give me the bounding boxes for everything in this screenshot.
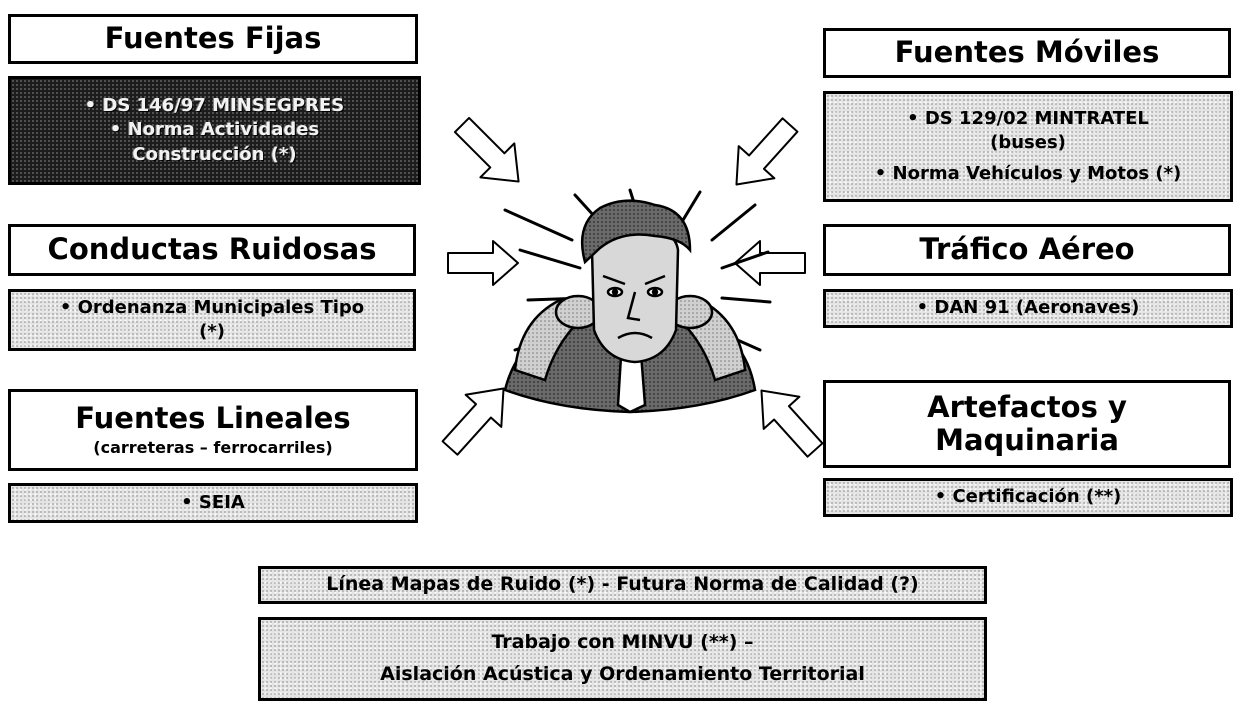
fuentes-lineales-subtitle: (carreteras – ferrocarriles) [93, 438, 333, 458]
arrow-bottom-left-icon [441, 387, 505, 456]
fuentes-moviles-item-2: (buses) [990, 132, 1066, 154]
artefactos-item-1: • Certificación (**) [934, 486, 1122, 508]
trafico-aereo-title-text: Tráfico Aéreo [919, 232, 1135, 267]
trafico-aereo-item-1: • DAN 91 (Aeronaves) [916, 297, 1140, 319]
fuentes-lineales-item-1: • SEIA [181, 491, 245, 513]
linea-mapas-box: Línea Mapas de Ruido (*) - Futura Norma … [258, 566, 987, 604]
fuentes-fijas-item-1: • DS 146/97 MINSEGPRES [84, 95, 345, 117]
fuentes-moviles-item-3: • Norma Vehículos y Motos (*) [874, 162, 1182, 184]
trabajo-minvu-box: Trabajo con MINVU (**) – Aislación Acúst… [258, 617, 987, 701]
conductas-ruidosas-item-2: (*) [199, 321, 225, 342]
artefactos-title-line1: Artefactos y [927, 389, 1127, 424]
trafico-aereo-note: • DAN 91 (Aeronaves) [823, 289, 1233, 328]
fuentes-fijas-item-3: Construcción (*) [132, 143, 297, 165]
fuentes-fijas-note: • DS 146/97 MINSEGPRES • Norma Actividad… [8, 76, 421, 185]
fuentes-moviles-note: • DS 129/02 MINTRATEL (buses) • Norma Ve… [823, 91, 1233, 202]
arrow-top-right-icon [735, 117, 799, 186]
artefactos-note: • Certificación (**) [823, 478, 1233, 517]
conductas-ruidosas-item-1: • Ordenanza Municipales Tipo [59, 296, 365, 318]
fuentes-moviles-title: Fuentes Móviles [823, 28, 1231, 78]
artefactos-title-line2: Maquinaria [935, 423, 1119, 457]
arrow-left-icon [447, 240, 519, 286]
arrow-top-left-icon [453, 116, 520, 183]
trabajo-minvu-line2: Aislación Acústica y Ordenamiento Territ… [380, 663, 865, 685]
fuentes-moviles-title-text: Fuentes Móviles [894, 35, 1160, 70]
conductas-ruidosas-title: Conductas Ruidosas [8, 224, 416, 276]
trabajo-minvu-line1: Trabajo con MINVU (**) – [491, 631, 754, 654]
conductas-ruidosas-title-text: Conductas Ruidosas [47, 232, 377, 267]
fuentes-fijas-title-text: Fuentes Fijas [104, 21, 322, 56]
man-covering-ears-icon [503, 199, 757, 414]
fuentes-lineales-title-text: Fuentes Lineales [75, 401, 351, 436]
trafico-aereo-title: Tráfico Aéreo [823, 224, 1231, 276]
arrow-right-icon [734, 240, 806, 286]
fuentes-moviles-item-1: • DS 129/02 MINTRATEL [907, 108, 1149, 130]
conductas-ruidosas-note: • Ordenanza Municipales Tipo (*) [8, 289, 416, 351]
fuentes-fijas-title: Fuentes Fijas [8, 14, 418, 64]
fuentes-lineales-note: • SEIA [8, 483, 418, 523]
arrow-bottom-right-icon [760, 389, 824, 458]
fuentes-fijas-item-2: • Norma Actividades [109, 119, 320, 141]
linea-mapas-text: Línea Mapas de Ruido (*) - Futura Norma … [326, 573, 919, 596]
fuentes-lineales-title: Fuentes Lineales (carreteras – ferrocarr… [8, 389, 418, 471]
artefactos-title: Artefactos y Maquinaria [823, 380, 1231, 468]
